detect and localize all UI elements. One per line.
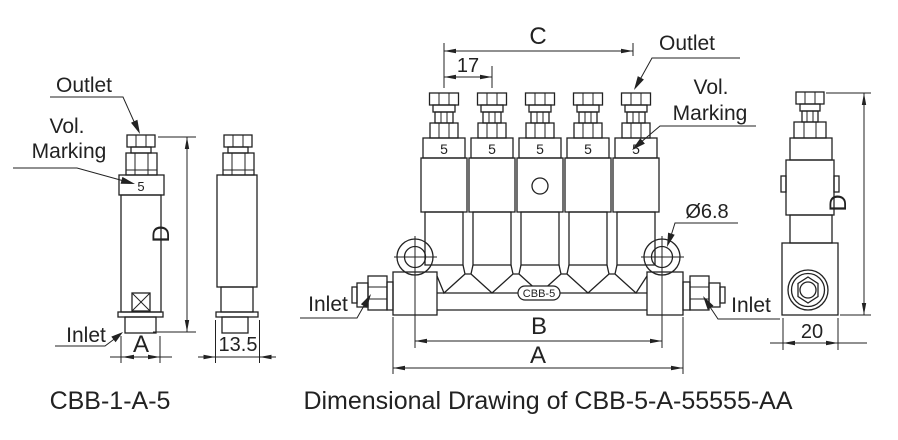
valve-volume-marking: 5 (440, 141, 448, 157)
dim-depth-label: 20 (801, 321, 823, 343)
dim-overall-label: A (530, 342, 546, 369)
arrowhead (259, 354, 272, 360)
single-valve-labels: Outlet Vol. Marking Inlet (13, 74, 140, 347)
valve-volume-marking: 5 (632, 141, 640, 157)
inlet-right-leader-line (709, 306, 780, 320)
inlet-fitting-right (682, 275, 726, 311)
hole-dia-leader-line (669, 222, 738, 240)
manifold-side-view (780, 91, 840, 316)
arrowhead (393, 365, 405, 371)
dim-outlet-span-label: C (529, 23, 546, 50)
mounting-hole-right (641, 236, 684, 348)
base-right-block (646, 271, 684, 316)
valve-volume-marking: 5 (488, 141, 496, 157)
arrowhead (650, 338, 662, 344)
manifold-valve-2 (468, 92, 516, 266)
manifold-valve-4 (564, 92, 612, 266)
leader-arrow (131, 119, 140, 134)
arrowhead (621, 48, 633, 54)
arrowhead (444, 74, 456, 80)
side-inlet-port (787, 269, 829, 311)
manifold-valve-3 (516, 92, 564, 266)
dim-height-label: D (825, 194, 852, 211)
manifold-valve-5 (612, 92, 660, 266)
arrowhead (826, 340, 838, 346)
arrowhead (480, 74, 492, 80)
single-valve-volume-marking: 5 (137, 179, 144, 194)
leader-arrow (111, 332, 123, 343)
inlet-label: Inlet (66, 324, 106, 347)
drain-plug-icon (131, 292, 151, 312)
inlet-right-label: Inlet (731, 294, 771, 317)
arrowhead (148, 354, 160, 360)
vol-marking-label-line2: Marking (32, 140, 107, 163)
dim-outlet-pitch-label: 17 (457, 55, 479, 77)
arrowhead (444, 48, 456, 54)
vol-marking-leader-line (13, 167, 125, 182)
manifold-caption: Dimensional Drawing of CBB-5-A-55555-AA (303, 387, 792, 415)
leader-arrow (634, 76, 644, 90)
arrowhead (861, 93, 867, 105)
inlet-fitting-left (351, 275, 394, 311)
vol-marking-label-line1: Vol. (693, 76, 728, 99)
model-badge-text: CBB-5 (523, 288, 555, 300)
model-badge (517, 285, 561, 301)
leader-arrow (703, 296, 714, 310)
outlet-label: Outlet (659, 32, 715, 55)
inlet-left-leader-line (300, 303, 366, 319)
center-port-hole (531, 177, 549, 195)
leader-arrow (667, 232, 675, 247)
arrowhead (415, 338, 427, 344)
manifold-side-dimensions: D 20 (770, 92, 871, 350)
valve-volume-marking: 5 (536, 141, 544, 157)
arrowhead (783, 340, 795, 346)
vol-marking-label-line2: Marking (673, 102, 748, 125)
arrowhead (184, 137, 190, 149)
arrowhead (861, 303, 867, 315)
single-valve-dimensions: D A 13.5 (110, 136, 276, 363)
leader-arrow (120, 176, 135, 184)
single-valve-caption: CBB-1-A-5 (50, 387, 171, 415)
outlet-leader-line (636, 57, 740, 86)
manifold-valve-1 (420, 92, 468, 266)
manifold-labels: Outlet Vol. Marking Inlet Inlet (300, 32, 780, 320)
valve-volume-marking: 5 (584, 141, 592, 157)
vol-marking-label-line1: Vol. (49, 115, 84, 138)
mounting-hole-left (394, 236, 437, 348)
arrowhead (122, 354, 134, 360)
arrowhead (203, 354, 216, 360)
leader-arrow (632, 138, 645, 150)
hex-socket-icon (797, 276, 819, 304)
single-valve-side-view (215, 134, 259, 334)
outlet-leader-line (50, 96, 137, 127)
dim-side-width-label: 13.5 (219, 334, 258, 356)
inlet-left-label: Inlet (308, 293, 348, 316)
outlet-label: Outlet (56, 74, 112, 97)
leader-arrow (360, 294, 371, 308)
arrowhead (184, 320, 190, 332)
dim-height-label: D (148, 225, 175, 242)
inlet-leader-line (55, 336, 118, 347)
manifold-front-view: 5 5 5 5 5 (351, 92, 726, 348)
manifold-dimensions: C 17 B A Ø6.8 (392, 23, 738, 374)
dim-hole-dia-label: Ø6.8 (685, 201, 728, 223)
vol-marking-leader-line (639, 125, 756, 144)
arrowhead (671, 365, 683, 371)
single-valve-front-view: 5 (117, 134, 165, 334)
dim-mount-span-label: B (531, 313, 547, 340)
dim-width-label: A (133, 331, 149, 358)
